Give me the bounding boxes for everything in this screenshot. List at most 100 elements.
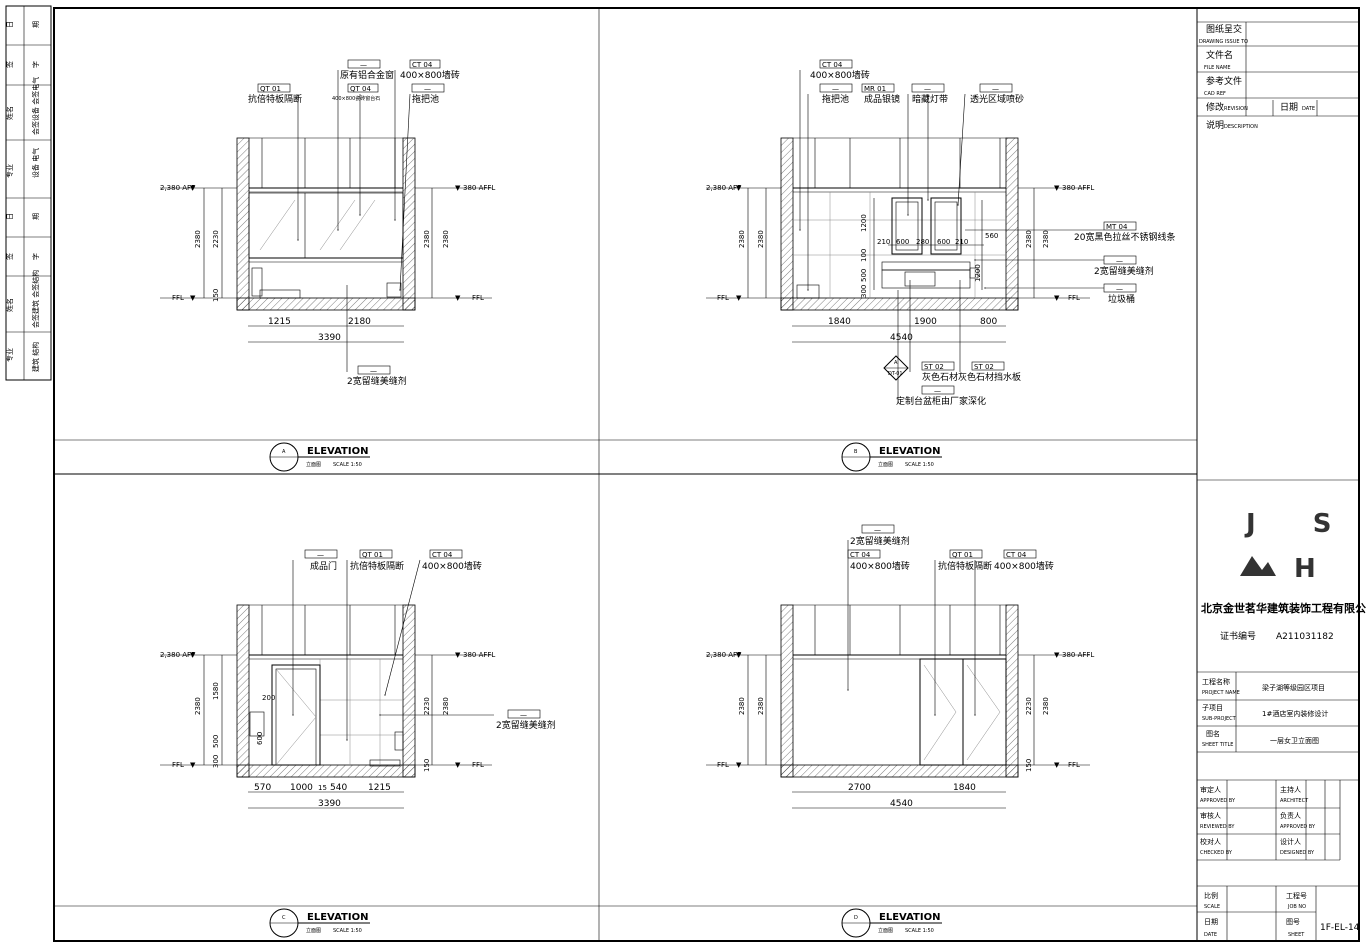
- a-dim-h4: 2380: [423, 230, 431, 248]
- c-dim-h2: 1580: [212, 682, 220, 700]
- a-callout-4-text: 400×800墙砖: [400, 69, 460, 81]
- b-dim-s1: 210: [877, 238, 890, 246]
- tb-title-val: 一层女卫立面图: [1270, 736, 1319, 745]
- d-dim-w2: 1840: [953, 783, 976, 793]
- title-c-letter: C: [282, 915, 286, 921]
- c-callout-3-text: 400×800墙砖: [422, 560, 482, 572]
- panel-b-callouts: CT 04 400×800墙砖 — 拖把池 MR 01 成品银镜 — 暗藏灯带 …: [810, 59, 1175, 407]
- title-b-sub: 立面图: [878, 461, 893, 468]
- title-d-elev: ELEVATION: [879, 912, 940, 923]
- c-dim-h5: 2230: [423, 697, 431, 715]
- a-callout-1-code: QT 01: [260, 85, 281, 93]
- tb-project-en: PROJECT NAME: [1202, 690, 1240, 696]
- tb-approved-cn: 审定人: [1200, 785, 1221, 794]
- company-name: 北京金世茗华建筑装饰工程有限公司: [1201, 601, 1366, 615]
- strip-r3c2: 会签设备 会签电气: [31, 77, 40, 135]
- c-dim-h6: 2380: [442, 697, 450, 715]
- strip-r2c1: 签: [5, 61, 14, 68]
- d-callout-2-text: 抗倍特板隔断: [938, 560, 992, 572]
- panel-a-callouts: QT 01 抗倍特板隔断 — 原有铝合金窗 QT 04 400×800瓷砖窗台石…: [248, 59, 460, 387]
- strip-r6c1: 签: [5, 253, 14, 260]
- c-callout-2-text: 抗倍特板隔断: [350, 560, 404, 572]
- b-dim-s5: 210: [955, 238, 968, 246]
- strip-r7c1: 姓名: [5, 298, 14, 312]
- tb-scale-en: SCALE: [1204, 904, 1220, 910]
- company-logo: J S H: [1240, 509, 1331, 584]
- strip-r4c1: 专业: [5, 164, 14, 178]
- tb-date-cn: 日期: [1280, 102, 1298, 113]
- title-d-scale: SCALE 1:50: [905, 928, 934, 934]
- title-b-letter: B: [854, 449, 858, 455]
- b-right-1-text: 20宽黑色拉丝不锈钢线条: [1074, 231, 1175, 243]
- b-dim-m1: 1200: [860, 214, 868, 232]
- title-block: 图纸呈交 DRAWING ISSUE TO 文件名 FILE NAME 参考文件…: [1197, 21, 1366, 941]
- b-bottom-2-text: 灰色石材挡水板: [958, 371, 1021, 383]
- strip-r5c2: 期: [32, 213, 40, 220]
- c-dim-s2: 600: [256, 732, 264, 745]
- tb-designed-cn: 设计人: [1280, 837, 1301, 846]
- d-dim-h4: 2380: [1042, 697, 1050, 715]
- b-right-2-text: 2宽留缝美缝剂: [1094, 265, 1154, 277]
- tb-job-en: JOB NO: [1287, 904, 1306, 910]
- c-dim-h4: 300: [212, 755, 220, 768]
- tb-checked-en: CHECKED BY: [1200, 850, 1233, 856]
- b-section-sub: DT-01: [888, 371, 903, 377]
- c-dim-s1: 200: [262, 694, 275, 702]
- d-callout-1-text: 2宽留缝美缝剂: [850, 535, 910, 547]
- b-right-3-text: 垃圾桶: [1108, 293, 1135, 305]
- c-dim-w4: 540: [330, 783, 347, 793]
- c-right-note: 2宽留缝美缝剂: [496, 719, 556, 731]
- tb-ref-cn: 参考文件: [1206, 75, 1242, 87]
- a-callout-1-text: 抗倍特板隔断: [248, 93, 302, 105]
- b-dim-s2: 600: [896, 238, 909, 246]
- d-dim-h2: 2380: [757, 697, 765, 715]
- b-right-3-code: —: [1116, 285, 1123, 293]
- c-dim-w3: 15: [318, 784, 327, 792]
- title-a-letter: A: [282, 449, 286, 455]
- tb-date-en: DATE: [1302, 106, 1315, 112]
- d-dim-wt: 4540: [890, 799, 913, 809]
- tb-rev-cn: 修改: [1206, 101, 1224, 113]
- title-a-sub: 立面图: [306, 461, 321, 468]
- tb-issue-cn: 图纸呈交: [1206, 23, 1242, 35]
- title-d-letter: D: [854, 915, 858, 921]
- b-callout-1-code: CT 04: [822, 61, 843, 69]
- b-callout-1-text: 400×800墙砖: [810, 69, 870, 81]
- b-dim-s4: 600: [937, 238, 950, 246]
- tb-scale-cn: 比例: [1204, 891, 1218, 900]
- a-callout-4-code: CT 04: [412, 61, 433, 69]
- b-section-mark: A: [894, 360, 898, 366]
- elevation-panel-a: QT 01 抗倍特板隔断 — 原有铝合金窗 QT 04 400×800瓷砖窗台石…: [160, 59, 495, 387]
- b-callout-5-text: 透光区域喷砂: [970, 93, 1024, 105]
- title-a: A ELEVATION 立面图 SCALE 1:50: [269, 442, 370, 472]
- b-bottom-1-code: ST 02: [924, 363, 944, 371]
- elevation-panel-b: CT 04 400×800墙砖 — 拖把池 MR 01 成品银镜 — 暗藏灯带 …: [706, 59, 1175, 407]
- a-callout-2-code: —: [360, 61, 367, 69]
- tb-reviewed-cn: 审核人: [1200, 811, 1221, 820]
- tb-title-en: SHEET TITLE: [1202, 742, 1233, 748]
- d-callout-3-code: CT 04: [1006, 551, 1027, 559]
- d-dim-h1: 2380: [738, 697, 746, 715]
- tb-sub-cn: 子项目: [1202, 704, 1223, 712]
- a-callout-3-code: QT 04: [350, 85, 371, 93]
- a-dim-h3: 150: [212, 289, 220, 302]
- c-callout-1-code: —: [317, 551, 324, 559]
- tb-desc-cn: 说明: [1206, 119, 1224, 131]
- b-callout-2-text: 拖把池: [822, 93, 849, 105]
- a-dim-wt: 3390: [318, 333, 341, 343]
- strip-r1c2: 期: [32, 21, 40, 28]
- title-c-sub: 立面图: [306, 927, 321, 934]
- strip-r5c1: 日: [6, 213, 14, 220]
- strip-r1c1: 日: [6, 21, 14, 28]
- title-b: B ELEVATION 立面图 SCALE 1:50: [841, 442, 942, 472]
- a-callout-5-text: 拖把池: [412, 93, 439, 105]
- d-callout-3-text: 400×800墙砖: [994, 560, 1054, 572]
- c-callout-1-text: 成品门: [310, 560, 337, 572]
- logo-h: H: [1294, 554, 1316, 584]
- panel-c-callouts: — 成品门 QT 01 抗倍特板隔断 CT 04 400×800墙砖 — 2宽留…: [304, 549, 556, 731]
- elevation-panel-c: — 成品门 QT 01 抗倍特板隔断 CT 04 400×800墙砖 — 2宽留…: [160, 549, 556, 809]
- title-b-elev: ELEVATION: [879, 446, 940, 457]
- b-dim-w1: 1840: [828, 317, 851, 327]
- a-callout-3-text: 400×800瓷砖窗台石: [332, 95, 380, 102]
- d-dim-w1: 2700: [848, 783, 871, 793]
